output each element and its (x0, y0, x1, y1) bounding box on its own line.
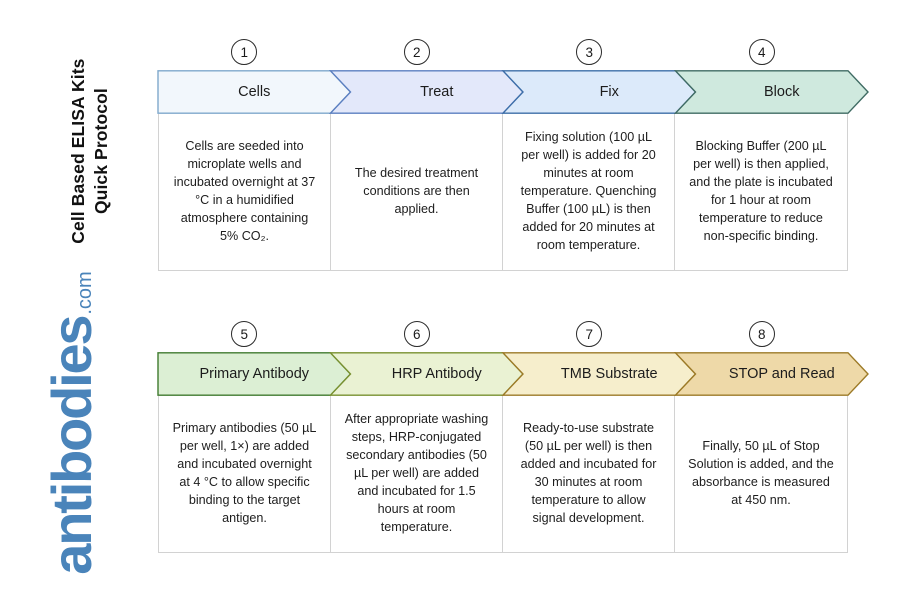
chevron-7[interactable] (501, 352, 697, 396)
description-cell-2: The desired treatment conditions are the… (331, 114, 503, 270)
brand-logo: antibodies .com (40, 271, 103, 575)
step-number-8: 8 (676, 316, 849, 352)
description-cell-3: Fixing solution (100 µL per well) is add… (503, 114, 675, 270)
chevron-shapes (157, 70, 869, 114)
step-circle-2: 2 (403, 39, 430, 65)
step-circle-8: 8 (748, 321, 775, 347)
step-number-5: 5 (158, 316, 331, 352)
description-text-4: Blocking Buffer (200 µL per well) is the… (689, 139, 833, 243)
step-number-strip-1: 1 2 3 4 (158, 34, 848, 70)
description-text-6: After appropriate washing steps, HRP-con… (344, 412, 489, 534)
description-table-2: Primary antibodies (50 µL per well, 1×) … (158, 396, 848, 553)
chevron-2[interactable] (328, 70, 524, 114)
chevron-6[interactable] (328, 352, 524, 396)
description-table-1: Cells are seeded into microplate wells a… (158, 114, 848, 271)
page-title: Cell Based ELISA Kits Quick Protocol (67, 21, 113, 281)
step-circle-6: 6 (403, 321, 430, 347)
step-circle-7: 7 (576, 321, 603, 347)
step-number-6: 6 (331, 316, 504, 352)
chevron-shapes (157, 352, 869, 396)
page-title-line-1: Cell Based ELISA Kits (67, 58, 88, 244)
description-text-3: Fixing solution (100 µL per well) is add… (520, 130, 657, 252)
brand-tld: .com (74, 271, 96, 315)
step-number-2: 2 (331, 34, 504, 70)
brand-name: antibodies (40, 316, 103, 575)
chevron-8[interactable] (673, 352, 869, 396)
chevron-4[interactable] (673, 70, 869, 114)
chevron-5[interactable] (157, 352, 352, 396)
description-text-2: The desired treatment conditions are the… (354, 166, 479, 216)
chevron-3[interactable] (501, 70, 697, 114)
page-title-line-2: Quick Protocol (91, 88, 111, 215)
step-number-strip-2: 5 6 7 8 (158, 316, 848, 352)
step-circle-4: 4 (748, 39, 775, 65)
description-cell-8: Finally, 50 µL of Stop Solution is added… (675, 396, 847, 552)
step-circle-1: 1 (231, 39, 258, 65)
chevron-1[interactable] (157, 70, 352, 114)
step-circle-5: 5 (231, 321, 258, 347)
left-rail: Cell Based ELISA Kits Quick Protocol ant… (0, 0, 150, 594)
description-cell-1: Cells are seeded into microplate wells a… (159, 114, 331, 270)
description-cell-7: Ready-to-use substrate (50 µL per well) … (503, 396, 675, 552)
description-text-1: Cells are seeded into microplate wells a… (173, 139, 316, 243)
step-circle-3: 3 (576, 39, 603, 65)
description-text-8: Finally, 50 µL of Stop Solution is added… (688, 439, 834, 507)
step-number-1: 1 (158, 34, 331, 70)
description-cell-5: Primary antibodies (50 µL per well, 1×) … (159, 396, 331, 552)
description-text-5: Primary antibodies (50 µL per well, 1×) … (172, 421, 317, 525)
description-cell-4: Blocking Buffer (200 µL per well) is the… (675, 114, 847, 270)
description-cell-6: After appropriate washing steps, HRP-con… (331, 396, 503, 552)
step-number-3: 3 (503, 34, 676, 70)
step-number-4: 4 (676, 34, 849, 70)
description-text-7: Ready-to-use substrate (50 µL per well) … (520, 421, 657, 525)
step-number-7: 7 (503, 316, 676, 352)
